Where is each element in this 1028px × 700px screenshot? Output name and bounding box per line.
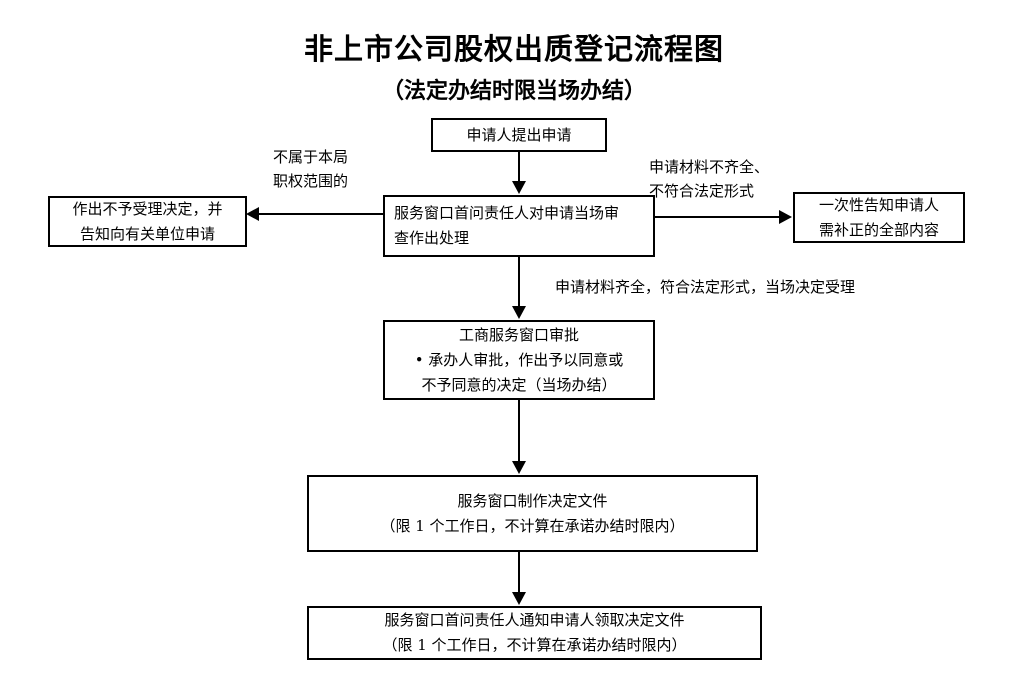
connector-document-to-pickup xyxy=(518,552,520,593)
arrow-down-icon xyxy=(512,306,526,319)
node-line: （限 1 个工作日，不计算在承诺办结时限内） xyxy=(382,636,687,654)
node-line: 工商服务窗口审批 xyxy=(458,325,579,344)
node-line: （限 1 个工作日，不计算在承诺办结时限内） xyxy=(380,516,685,535)
edge-label-line: 不属于本局 xyxy=(273,148,349,166)
page-subtitle: （法定办结时限当场办结） xyxy=(381,78,646,104)
node-line: 服务窗口首问责任人对申请当场审 xyxy=(394,204,620,222)
node-line: 告知向有关单位申请 xyxy=(79,224,215,243)
node-industry-commerce-window-approval: 工商服务窗口审批 • 承办人审批，作出予以同意或 不予同意的决定（当场办结） xyxy=(383,320,655,400)
node-line: 作出不予受理决定，并 xyxy=(72,199,223,218)
arrow-down-icon xyxy=(512,461,526,474)
connector-apply-to-review xyxy=(518,152,520,184)
connector-review-to-approval xyxy=(518,257,520,307)
node-line: 一次性告知申请人 xyxy=(818,195,939,214)
arrow-right-icon xyxy=(779,210,792,224)
edge-label-line: 不符合法定形式 xyxy=(649,182,755,200)
node-line: 服务窗口制作决定文件 xyxy=(457,491,608,510)
arrow-down-icon xyxy=(512,592,526,605)
node-line: 需补正的全部内容 xyxy=(818,220,939,239)
node-applicant-submits-application: 申请人提出申请 xyxy=(431,118,607,152)
arrow-left-icon xyxy=(246,207,259,221)
node-line: 申请人提出申请 xyxy=(466,125,572,144)
connector-approval-to-document xyxy=(518,400,520,462)
edge-label-line: 申请材料不齐全、 xyxy=(649,158,770,176)
arrow-down-icon xyxy=(512,181,526,194)
node-line: 不予同意的决定（当场办结） xyxy=(421,375,617,394)
connector-review-to-reject xyxy=(259,213,383,215)
node-line: • 承办人审批，作出予以同意或 xyxy=(414,350,624,369)
node-window-first-contact-review: 服务窗口首问责任人对申请当场审 查作出处理 xyxy=(383,195,655,257)
edge-label-materials-complete: 申请材料齐全，符合法定形式，当场决定受理 xyxy=(555,275,855,299)
node-decision-not-to-accept: 作出不予受理决定，并 告知向有关单位申请 xyxy=(48,196,247,247)
connector-review-to-notify xyxy=(655,216,780,218)
node-one-time-notification: 一次性告知申请人 需补正的全部内容 xyxy=(793,192,965,243)
edge-label-line: 职权范围的 xyxy=(273,172,349,190)
node-window-prepares-decision-document: 服务窗口制作决定文件 （限 1 个工作日，不计算在承诺办结时限内） xyxy=(307,475,758,552)
edge-label-out-of-scope: 不属于本局 职权范围的 xyxy=(273,145,348,193)
node-line: 查作出处理 xyxy=(394,229,470,247)
edge-label-line: 申请材料齐全，符合法定形式，当场决定受理 xyxy=(555,278,856,296)
page-title: 非上市公司股权出质登记流程图 xyxy=(303,32,724,66)
node-line: 服务窗口首问责任人通知申请人领取决定文件 xyxy=(384,611,685,629)
edge-label-incomplete-materials: 申请材料不齐全、 不符合法定形式 xyxy=(649,155,769,203)
node-notify-applicant-to-collect-document: 服务窗口首问责任人通知申请人领取决定文件 （限 1 个工作日，不计算在承诺办结时… xyxy=(307,606,762,660)
